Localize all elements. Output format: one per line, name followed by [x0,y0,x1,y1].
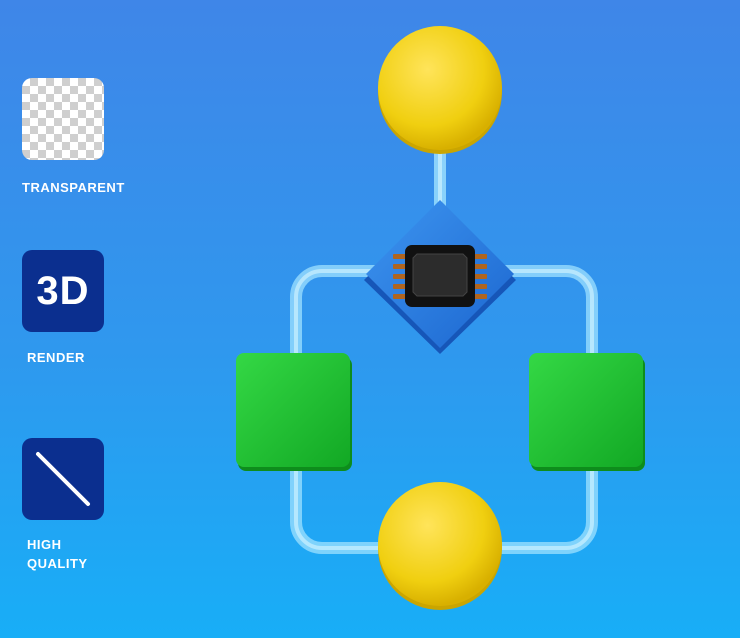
high-quality-caption-line2: QUALITY [27,556,88,571]
high-quality-badge [22,438,104,520]
left-green-node [236,353,352,471]
transparent-checkerboard-icon [22,78,104,160]
render-3d-text: 3D [36,268,90,313]
transparent-caption: TRANSPARENT [22,180,125,195]
high-quality-caption-line1: HIGH [27,537,62,552]
diagonal-line-icon [36,452,90,506]
render-caption: RENDER [27,350,85,365]
decision-diamond [364,200,516,354]
top-yellow-node [378,26,502,154]
render-3d-badge: 3D [22,250,104,332]
bottom-yellow-node [378,482,502,610]
high-quality-caption: HIGH QUALITY [27,535,88,573]
microchip-icon [393,245,487,307]
right-green-node [529,353,645,471]
